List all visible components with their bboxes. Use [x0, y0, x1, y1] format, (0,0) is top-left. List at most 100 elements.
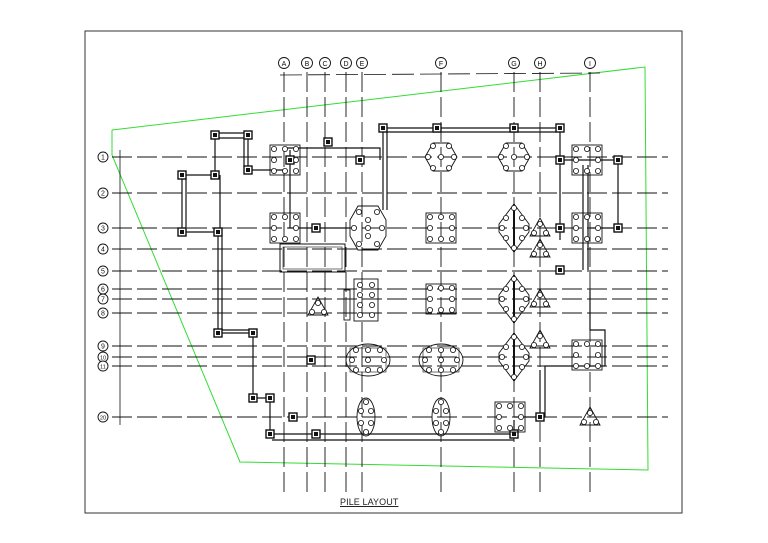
pile-cap-square: [425, 283, 457, 315]
pile-cap-oval-small: [356, 397, 376, 437]
grid-label: 3: [101, 226, 105, 233]
column-pad-core: [358, 158, 362, 162]
column-pads: [177, 123, 623, 439]
column-pad-core: [180, 230, 184, 234]
grid-label: 5: [101, 269, 105, 276]
column-pad-core: [314, 432, 318, 436]
grid-label: 20: [100, 416, 106, 422]
pile-cap-triangle: [307, 296, 329, 316]
pile-cap-group-row4: [279, 243, 346, 273]
column-pad-core: [558, 226, 562, 230]
grid-row-7: 7: [97, 293, 668, 305]
grid-label: F: [439, 61, 443, 68]
column-pad-core: [314, 226, 318, 230]
grid-label: 2: [101, 191, 105, 198]
grid-bubble: [435, 57, 447, 69]
grid-label: C: [322, 61, 327, 68]
column-pad-core: [216, 331, 220, 335]
pile-cap-rect-tall: [343, 278, 379, 322]
grid-bubble: [301, 57, 313, 69]
column-pad-core: [251, 331, 255, 335]
column-pad-core: [616, 158, 620, 162]
pile-cap-octagon: [349, 205, 387, 251]
column-pad-core: [309, 358, 313, 362]
pile-cap-hexagon: [424, 142, 458, 172]
grid-label: I: [589, 61, 591, 68]
grid-label: A: [282, 61, 287, 68]
sheet-frame: [84, 30, 683, 514]
pile-cap-square: [269, 144, 301, 176]
grid-column-d: D: [340, 57, 352, 492]
site-boundary: [111, 66, 649, 471]
grid-label: E: [360, 61, 365, 68]
column-pad-core: [268, 432, 272, 436]
column-pad-core: [558, 126, 562, 130]
drawing-title: PILE LAYOUT: [340, 497, 399, 507]
grid-bubble: [534, 57, 546, 69]
column-pad-core: [381, 126, 385, 130]
grid-bubble: [278, 57, 290, 69]
grid-label: 7: [101, 297, 105, 304]
grid-label: 4: [101, 247, 105, 254]
pile-cap-hexagon: [497, 142, 531, 172]
grid-label: D: [343, 61, 348, 68]
grid-bubble: [97, 151, 109, 163]
grid-bubble: [97, 293, 109, 305]
grid-row-6: 6: [97, 283, 668, 295]
grid-column-f: F: [435, 57, 447, 492]
grid-column-a: A: [278, 57, 290, 492]
grid-bubble: [97, 360, 109, 372]
grid-bubble: [97, 243, 109, 255]
pile-cap-square: [494, 401, 526, 433]
grid-row-8: 8: [97, 307, 668, 319]
top-dimension-line: [279, 72, 601, 76]
pile-cap-diamond: [498, 332, 530, 382]
grid-bubble: [97, 265, 109, 277]
grid-column-h: H: [534, 57, 546, 492]
column-pad-core: [291, 415, 295, 419]
column-pad-core: [512, 126, 516, 130]
column-pad-core: [435, 126, 439, 130]
column-pad-core: [213, 173, 217, 177]
column-pad-core: [213, 133, 217, 137]
column-pad-core: [326, 140, 330, 144]
grid-row-4: 4: [97, 243, 668, 255]
pile-cap-oval: [345, 343, 391, 377]
pile-cap-square: [425, 212, 457, 244]
column-pad-core: [246, 168, 250, 172]
grid-label: 9: [101, 344, 105, 351]
column-pad-core: [251, 396, 255, 400]
grid-label: 6: [101, 287, 105, 294]
pile-cap-square: [571, 339, 603, 371]
pile-cap-square: [571, 144, 603, 176]
pile-cap-triangle: [529, 329, 551, 349]
grid-label: B: [305, 61, 310, 68]
column-pad-core: [216, 230, 220, 234]
grid-label: 10: [100, 356, 106, 362]
pile-cap-square: [269, 212, 301, 244]
grid-bubble: [97, 340, 109, 352]
column-pad-core: [246, 133, 250, 137]
pile-cap-oval-small: [431, 397, 451, 437]
grid-label: H: [537, 61, 542, 68]
column-pad-core: [512, 432, 516, 436]
pile-cap-triangle: [579, 406, 601, 426]
pile-cap-triangle: [529, 217, 551, 237]
column-grid: A B C D E F G H I: [278, 57, 596, 492]
grid-label: G: [511, 61, 516, 68]
pile-caps: [269, 142, 603, 437]
grid-row-20: 20: [97, 411, 668, 423]
grid-bubble: [97, 187, 109, 199]
pile-cap-oval: [418, 343, 464, 377]
grid-label: 11: [100, 365, 106, 371]
grid-row-1: 1: [97, 151, 668, 163]
grid-bubble: [356, 57, 368, 69]
pile-cap-triangle: [529, 238, 551, 258]
pile-cap-square: [571, 212, 603, 244]
grid-bubble: [340, 57, 352, 69]
grid-bubble: [584, 57, 596, 69]
pile-cap-diamond: [498, 274, 530, 324]
grid-row-5: 5: [97, 265, 668, 277]
column-pad-core: [538, 415, 542, 419]
